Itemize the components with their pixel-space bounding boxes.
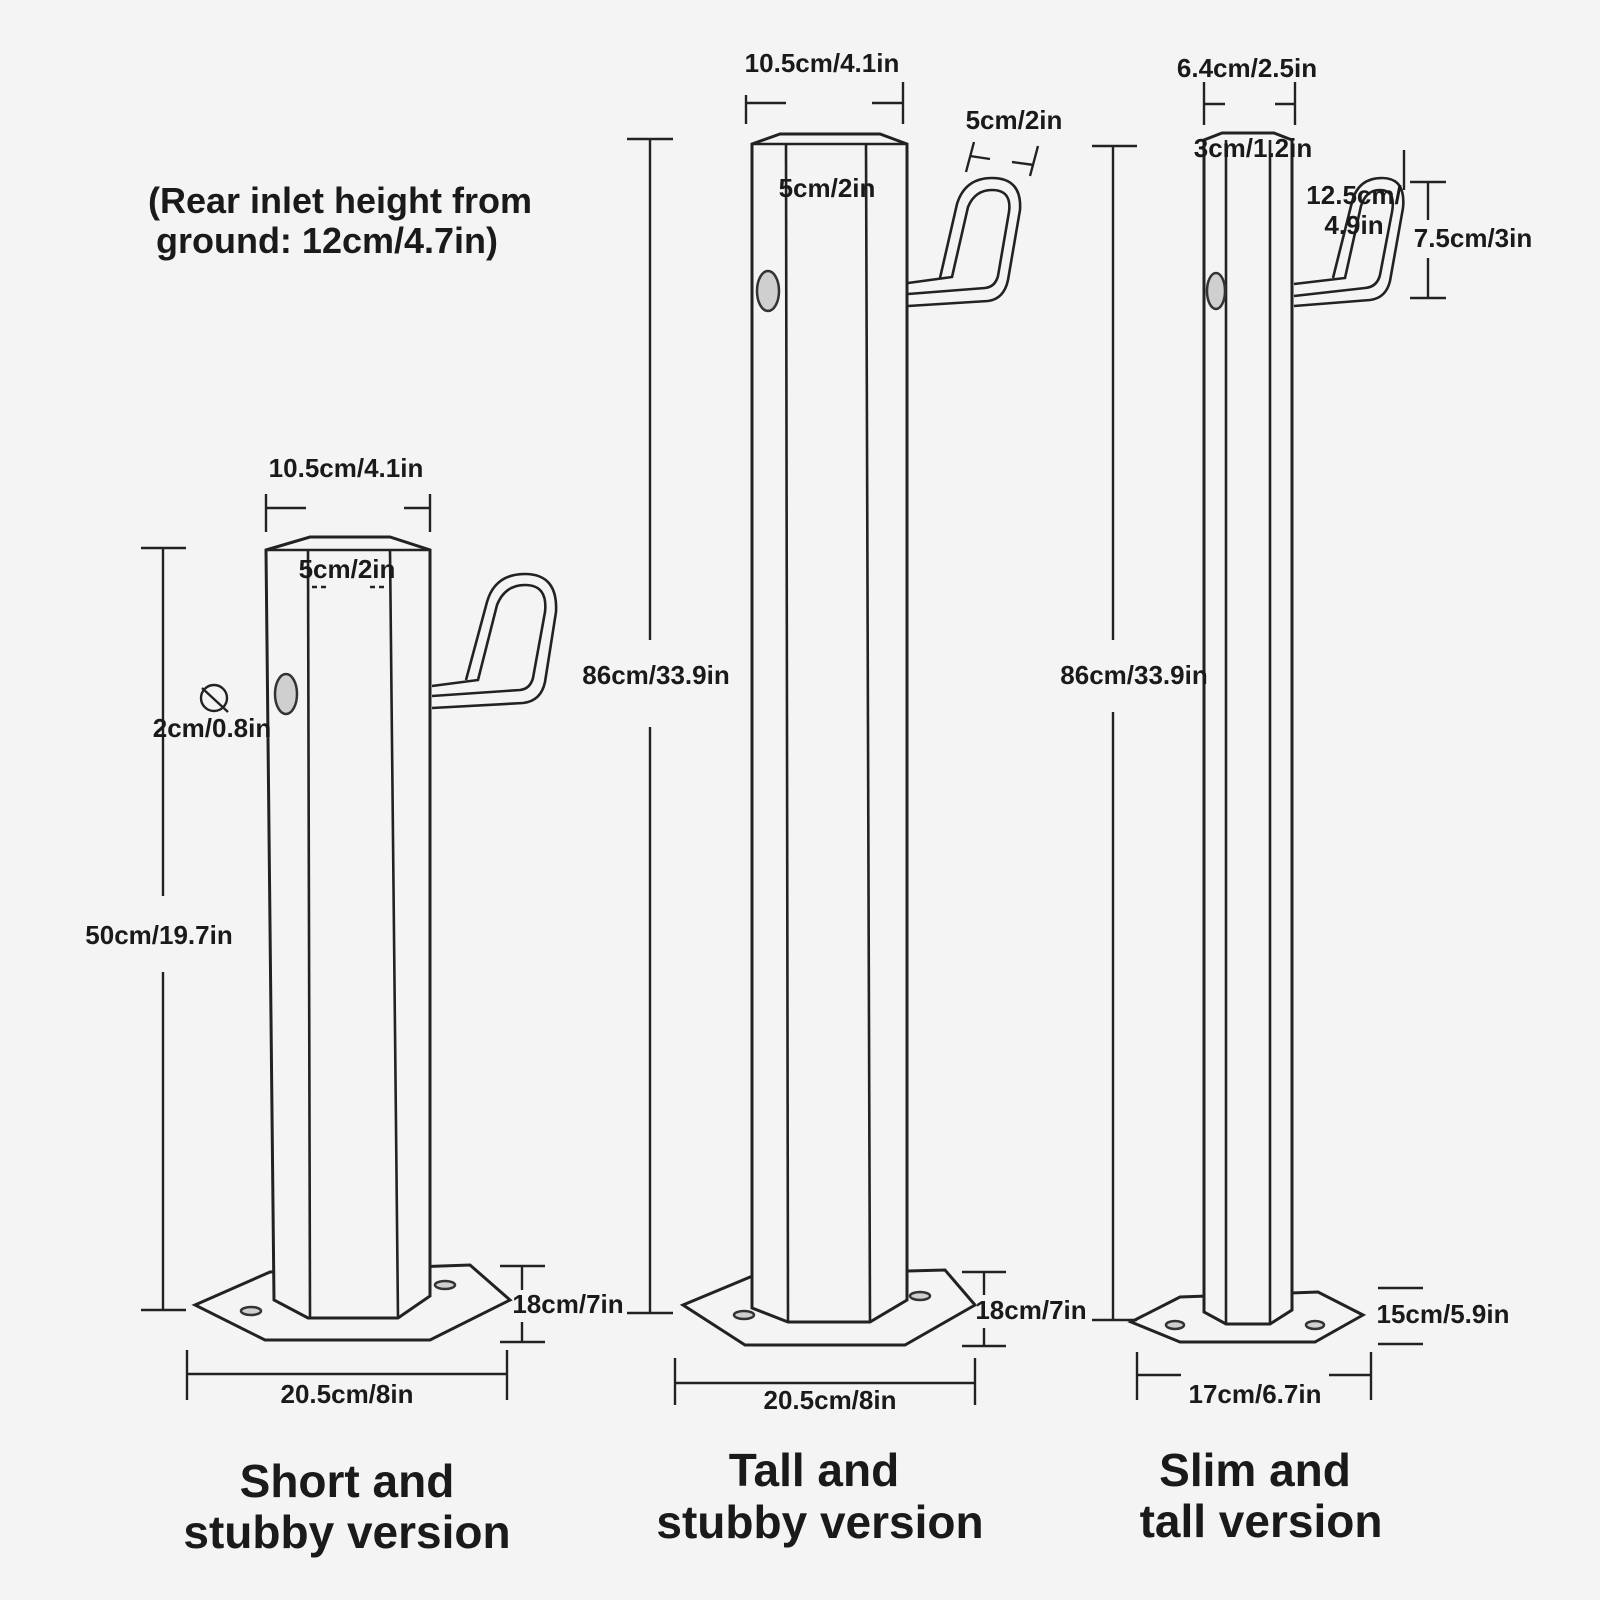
short-column xyxy=(264,535,432,1320)
tall-base-width-label: 20.5cm/8in xyxy=(764,1385,897,1415)
tall-handle-width-ext xyxy=(1028,145,1040,177)
tall-handle xyxy=(907,188,1011,296)
tall-handle-width-line xyxy=(1011,160,1035,167)
short-title-line-1: Short and xyxy=(240,1455,455,1507)
short-base-bolt-hole xyxy=(239,1305,263,1317)
slim-handle-inner xyxy=(1293,176,1405,308)
short-top-width-label: 10.5cm/4.1in xyxy=(269,453,424,483)
short-height-label: 50cm/19.7in xyxy=(85,920,232,950)
short-inlet-hole xyxy=(273,672,299,716)
short-column-facet-edge xyxy=(388,549,400,1319)
rear-inlet-note: (Rear inlet height from ground: 12cm/4.7… xyxy=(148,180,532,261)
tall-handle-width-label: 5cm/2in xyxy=(966,105,1063,135)
tall-column xyxy=(750,132,909,1324)
tall-handle-width-line xyxy=(969,154,991,161)
tall-column-facet-edge xyxy=(864,143,872,1323)
slim-handle-length-label-1: 12.5cm/ xyxy=(1306,180,1401,210)
slim-flat-width-label: 3cm/1.2in xyxy=(1194,133,1313,163)
tall-base-bolt-hole xyxy=(732,1309,756,1321)
slim-base-bolt-hole xyxy=(1304,1319,1326,1331)
short-stubby-stand: 10.5cm/4.1in 5cm/2in 2cm/0.8in 50cm/19.7… xyxy=(85,453,623,1558)
slim-tall-stand: 6.4cm/2.5in 3cm/1.2in 12.5cm/ 4.9in 7.5c… xyxy=(1060,53,1532,1547)
slim-top-width-label: 6.4cm/2.5in xyxy=(1177,53,1317,83)
slim-handle-height-label: 7.5cm/3in xyxy=(1414,223,1533,253)
slim-title-line-1: Slim and xyxy=(1159,1444,1351,1496)
slim-column xyxy=(1202,131,1294,1326)
short-base-width-label: 20.5cm/8in xyxy=(281,1379,414,1409)
tall-inlet-hole xyxy=(755,269,781,313)
tall-top-width-label: 10.5cm/4.1in xyxy=(745,48,900,78)
slim-handle xyxy=(1293,188,1395,298)
slim-handle-length-label-2: 4.9in xyxy=(1324,210,1383,240)
tall-title-line-2: stubby version xyxy=(656,1496,983,1548)
note-line-1: (Rear inlet height from xyxy=(148,180,532,221)
tall-base-height-label: 18cm/7in xyxy=(975,1295,1086,1325)
slim-base-height-label: 15cm/5.9in xyxy=(1377,1299,1510,1329)
short-column-facet-edge xyxy=(306,549,312,1319)
short-handle xyxy=(431,583,547,698)
short-base-height-label: 18cm/7in xyxy=(512,1289,623,1319)
tall-stubby-stand: 10.5cm/4.1in 5cm/2in 5cm/2in 86cm/33.9in… xyxy=(582,48,1086,1548)
diameter-icon xyxy=(199,683,229,713)
tall-title-line-1: Tall and xyxy=(729,1444,899,1496)
short-base-bolt-hole xyxy=(433,1279,457,1291)
note-line-2: ground: 12cm/4.7in) xyxy=(156,220,498,261)
short-handle-inner xyxy=(431,572,558,710)
slim-base-width-label: 17cm/6.7in xyxy=(1189,1379,1322,1409)
slim-inlet-hole xyxy=(1205,271,1227,311)
tall-handle-inner xyxy=(907,176,1022,308)
tall-height-label: 86cm/33.9in xyxy=(582,660,729,690)
tall-column-facet-edge xyxy=(784,143,790,1323)
short-flat-width-label: 5cm/2in xyxy=(299,554,396,584)
slim-title-line-2: tall version xyxy=(1140,1495,1383,1547)
tall-base-bolt-hole xyxy=(908,1290,932,1302)
tall-flat-width-label: 5cm/2in xyxy=(779,173,876,203)
slim-height-label: 86cm/33.9in xyxy=(1060,660,1207,690)
slim-base-bolt-hole xyxy=(1164,1319,1186,1331)
short-hole-diameter-label: 2cm/0.8in xyxy=(153,713,272,743)
short-title-line-2: stubby version xyxy=(183,1506,510,1558)
